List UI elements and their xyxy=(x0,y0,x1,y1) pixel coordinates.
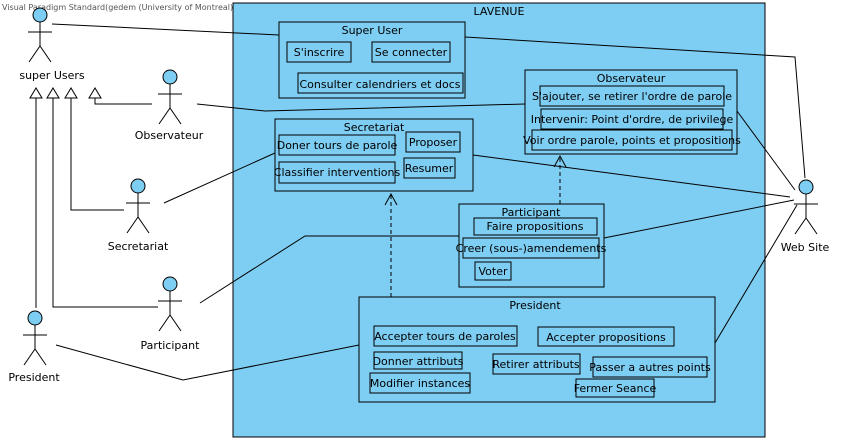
use-case-retirer-attributs[interactable]: Retirer attributs xyxy=(492,353,581,375)
association-website-superuser xyxy=(464,36,806,179)
actor-label-super-users: super Users xyxy=(19,69,85,82)
use-case-sinscrire[interactable]: S'inscrire xyxy=(286,41,352,63)
actor-participant[interactable] xyxy=(158,276,182,332)
svg-text:Proposer: Proposer xyxy=(409,136,458,149)
actor-secretariat[interactable] xyxy=(126,178,150,234)
association-observateur-observateur xyxy=(196,103,526,112)
use-case-voter[interactable]: Voter xyxy=(474,261,512,281)
svg-text:Secretariat: Secretariat xyxy=(344,121,405,134)
use-case-classifier[interactable]: Classifier interventions xyxy=(274,161,401,184)
actor-web-site[interactable] xyxy=(794,179,818,235)
use-case-passer-autres-points[interactable]: Passer a autres points xyxy=(589,356,711,378)
watermark: Visual Paradigm Standard(gedem (Universi… xyxy=(2,3,236,12)
actor-super-users[interactable] xyxy=(28,7,52,63)
use-case-se-connecter[interactable]: Se connecter xyxy=(371,41,451,63)
svg-text:Fermer Seance: Fermer Seance xyxy=(574,382,657,395)
actor-label-participant: Participant xyxy=(141,339,201,352)
associations xyxy=(51,23,806,381)
svg-text:Observateur: Observateur xyxy=(597,72,666,85)
svg-text:S'ajouter, se retirer l'ordre: S'ajouter, se retirer l'ordre de parole xyxy=(532,90,732,103)
svg-text:Intervenir: Point d'ordre, de: Intervenir: Point d'ordre, de privilege xyxy=(531,113,734,126)
association-website-secretariat xyxy=(472,154,791,198)
use-case-resumer[interactable]: Resumer xyxy=(403,157,456,179)
use-case-sajouter[interactable]: S'ajouter, se retirer l'ordre de parole xyxy=(532,85,732,107)
dependency-president-secretariat[interactable] xyxy=(384,192,398,297)
use-case-doner-tours[interactable]: Doner tours de parole xyxy=(277,134,398,156)
use-case-creer-amendements[interactable]: Creer (sous-)amendements xyxy=(456,237,607,259)
actor-label-web-site: Web Site xyxy=(781,241,830,254)
actor-label-president: President xyxy=(8,371,60,384)
use-case-accepter-tours[interactable]: Accepter tours de paroles xyxy=(373,325,518,347)
svg-text:Doner tours de parole: Doner tours de parole xyxy=(277,139,398,152)
svg-text:President: President xyxy=(509,299,561,312)
package-president[interactable]: President Accepter tours de paroles Acce… xyxy=(358,296,716,403)
svg-text:Voir ordre parole, points et p: Voir ordre parole, points et proposition… xyxy=(523,134,741,147)
svg-text:Retirer attributs: Retirer attributs xyxy=(492,358,580,371)
association-secretariat-secretariat xyxy=(163,152,276,204)
svg-text:Participant: Participant xyxy=(502,206,562,219)
association-participant-participant xyxy=(199,235,459,304)
association-president-president xyxy=(55,344,360,381)
package-observateur[interactable]: Observateur S'ajouter, se retirer l'ordr… xyxy=(523,69,741,155)
association-superusers-superuser xyxy=(51,23,280,36)
use-case-fermer-seance[interactable]: Fermer Seance xyxy=(574,378,657,398)
actor-label-secretariat: Secretariat xyxy=(108,240,169,253)
svg-text:Consulter calendriers et docs: Consulter calendriers et docs xyxy=(300,78,461,91)
use-case-voir-ordre[interactable]: Voir ordre parole, points et proposition… xyxy=(523,129,741,151)
association-website-observateur xyxy=(736,110,796,191)
use-case-consulter-calendriers[interactable]: Consulter calendriers et docs xyxy=(297,72,464,94)
use-case-proposer[interactable]: Proposer xyxy=(405,131,461,153)
use-case-faire-propositions[interactable]: Faire propositions xyxy=(473,217,598,236)
svg-text:Donner attributs: Donner attributs xyxy=(373,355,464,368)
use-case-modifier-instances[interactable]: Modifier instances xyxy=(369,372,471,394)
svg-text:Accepter propositions: Accepter propositions xyxy=(546,331,666,344)
package-secretariat[interactable]: Secretariat Doner tours de parole Propos… xyxy=(274,118,474,192)
svg-text:Se connecter: Se connecter xyxy=(375,46,448,59)
svg-text:Modifier instances: Modifier instances xyxy=(370,377,471,390)
svg-text:Classifier interventions: Classifier interventions xyxy=(274,166,401,179)
generalizations xyxy=(29,87,158,308)
svg-text:Resumer: Resumer xyxy=(405,162,454,175)
actor-label-observateur: Observateur xyxy=(135,129,204,142)
svg-text:Voter: Voter xyxy=(478,265,507,278)
package-participant[interactable]: Participant Faire propositions Creer (so… xyxy=(456,203,607,288)
svg-text:Passer a autres points: Passer a autres points xyxy=(589,361,711,374)
use-case-intervenir[interactable]: Intervenir: Point d'ordre, de privilege xyxy=(531,108,734,130)
package-title: Super User xyxy=(342,24,403,37)
use-case-accepter-propositions[interactable]: Accepter propositions xyxy=(537,326,675,347)
association-website-president xyxy=(714,204,798,344)
svg-text:S'inscrire: S'inscrire xyxy=(294,46,345,59)
svg-text:Faire propositions: Faire propositions xyxy=(487,220,584,233)
use-case-donner-attributs[interactable]: Donner attributs xyxy=(373,351,464,370)
actor-observateur[interactable] xyxy=(158,69,182,125)
system-title: LAVENUE xyxy=(474,5,525,18)
actor-president[interactable] xyxy=(23,310,47,366)
association-website-participant xyxy=(603,199,795,239)
package-super-user[interactable]: Super User S'inscrire Se connecter Consu… xyxy=(278,21,466,99)
svg-text:Accepter tours de paroles: Accepter tours de paroles xyxy=(374,330,516,343)
svg-text:Creer (sous-)amendements: Creer (sous-)amendements xyxy=(456,242,607,255)
dependency-participant-observateur[interactable] xyxy=(553,154,567,204)
